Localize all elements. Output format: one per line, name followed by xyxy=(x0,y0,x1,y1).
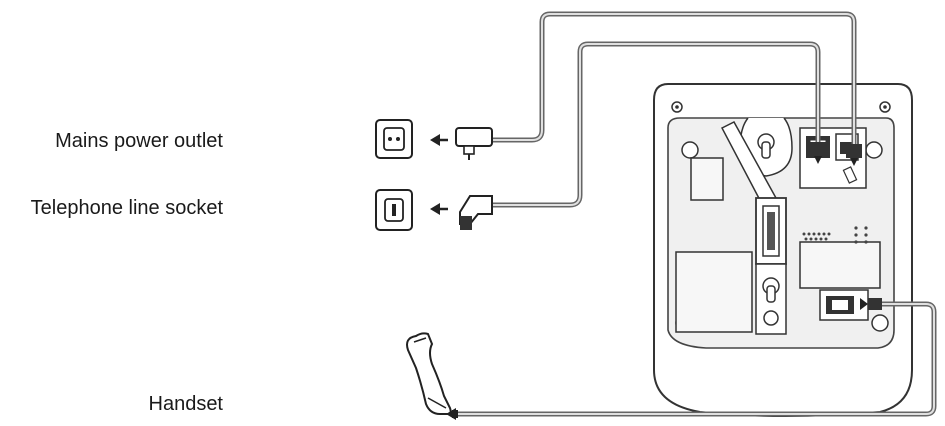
phone-plug-icon xyxy=(459,195,493,230)
arrow-to-power-socket xyxy=(430,134,448,146)
power-socket-icon xyxy=(375,119,413,159)
foot-bottom-right xyxy=(871,314,889,332)
phone-socket-icon xyxy=(375,189,413,231)
base-handset-socket xyxy=(819,289,869,321)
handset-plug-in-base xyxy=(860,298,882,310)
compartment-right xyxy=(799,241,881,289)
screw-top-left xyxy=(671,101,683,113)
power-plug-icon xyxy=(455,127,493,160)
power-plug-in-base xyxy=(846,144,862,166)
label-mains-power-outlet: Mains power outlet xyxy=(55,130,223,152)
line-plug-in-base xyxy=(810,142,826,164)
compartment-large-left xyxy=(675,251,753,333)
compartment-small-left xyxy=(690,157,724,201)
foot-top-right xyxy=(865,141,883,159)
arrow-to-phone-socket xyxy=(430,203,448,215)
label-slot xyxy=(755,197,787,265)
label-handset: Handset xyxy=(148,393,224,415)
keyhole-bottom xyxy=(755,263,787,335)
handset-cord-plug xyxy=(446,408,458,420)
base-unit xyxy=(653,83,913,417)
vent-dots xyxy=(802,226,868,244)
line-cable xyxy=(489,41,821,208)
foot-top-left xyxy=(681,141,699,159)
handset-cord xyxy=(453,301,937,417)
label-telephone-line-socket: Telephone line socket xyxy=(30,197,223,219)
handset-icon xyxy=(406,332,452,415)
power-cable xyxy=(489,11,857,153)
screw-top-right xyxy=(879,101,891,113)
